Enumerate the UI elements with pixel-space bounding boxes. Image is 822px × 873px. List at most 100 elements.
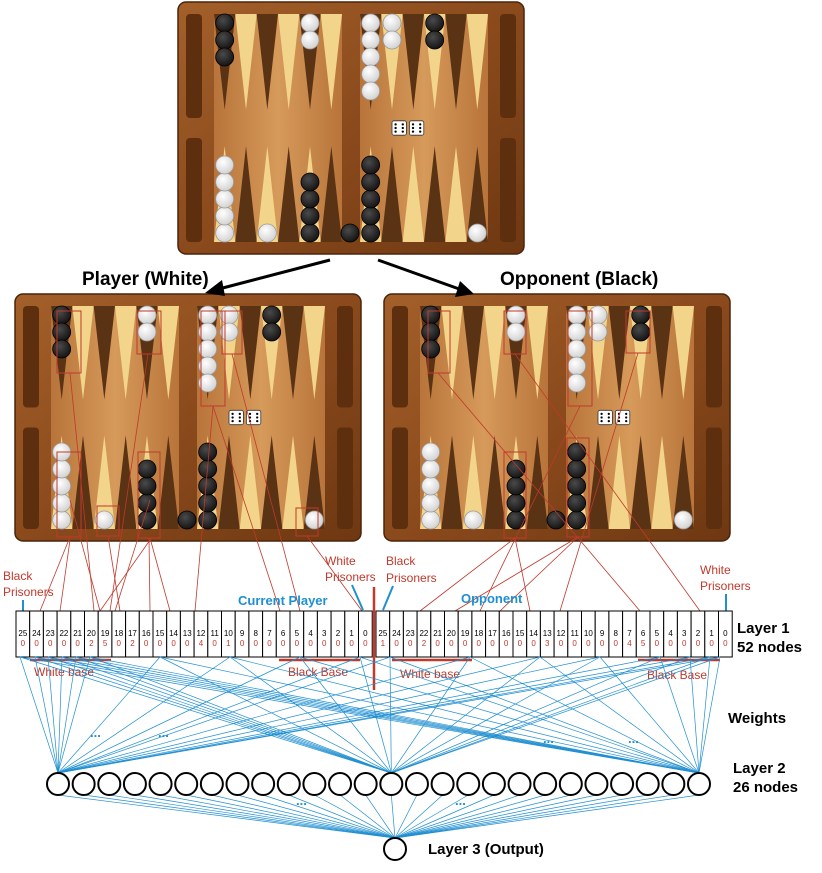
board-top-point <box>381 146 403 242</box>
arrow-to-player <box>205 258 331 296</box>
input-cell-value: 0 <box>212 639 217 648</box>
board-top-black-checker <box>361 155 381 175</box>
hidden-node <box>46 772 70 796</box>
input-cell-index: 7 <box>267 629 272 638</box>
input-cell-index: 11 <box>210 629 219 638</box>
black-base-right-label: Black Base <box>647 668 707 682</box>
weight-connections <box>19 656 721 839</box>
board-top-tray <box>500 138 516 242</box>
arrow-to-opponent <box>377 258 474 297</box>
board-player-black-checker <box>198 476 218 496</box>
hidden-node <box>661 772 686 796</box>
board-opponent-white-checker <box>421 493 441 513</box>
board-opponent-white-checker <box>463 510 483 530</box>
input-cell-value: 0 <box>34 639 39 648</box>
black-prisoners-right-2: Prisoners <box>386 571 437 585</box>
input-cell-value: 1 <box>226 639 231 648</box>
player-title: Player (White) <box>82 269 209 290</box>
board-opponent-white-checker <box>506 322 526 342</box>
board-player-tray <box>23 427 39 529</box>
hidden-node <box>379 772 404 796</box>
input-cell-index: 12 <box>556 629 565 638</box>
board-opponent-point <box>587 435 609 529</box>
board-top-black-checker <box>215 30 235 50</box>
input-cell-value: 0 <box>75 639 80 648</box>
white-prisoners-right-2: Prisoners <box>700 579 751 593</box>
board-player-point <box>157 306 179 400</box>
board-opponent-point <box>608 306 630 400</box>
board-player-black-checker <box>52 339 72 359</box>
input-cell-value: 0 <box>144 639 149 648</box>
hidden-node <box>430 772 455 796</box>
input-cell-index: 17 <box>128 629 137 638</box>
input-cell-index: 3 <box>682 629 687 638</box>
input-cell-value: 0 <box>518 639 523 648</box>
board-opponent-die <box>615 409 631 426</box>
board-player-black-checker <box>198 493 218 513</box>
input-cell-value: 0 <box>723 639 728 648</box>
input-cell-index: 9 <box>600 629 605 638</box>
input-cell-index: 10 <box>584 629 593 638</box>
board-top-black-checker <box>361 223 381 243</box>
input-cell-value: 0 <box>158 639 163 648</box>
input-cell-index: 25 <box>378 629 387 638</box>
board-opponent-die <box>597 409 613 426</box>
ellipsis-5: ... <box>296 793 307 808</box>
board-top-black-checker <box>425 13 445 33</box>
input-cell-index: 14 <box>529 629 538 638</box>
board-opponent-bar-checker <box>546 510 566 530</box>
board-opponent-tray <box>392 306 408 408</box>
input-cell-value: 0 <box>281 639 286 648</box>
board-top-tray <box>186 138 202 242</box>
board-player-point <box>115 435 137 529</box>
ellipsis-2: ... <box>158 725 169 740</box>
input-cell-index: 22 <box>419 629 428 638</box>
hidden-node <box>122 772 147 796</box>
input-cell-value: 0 <box>240 639 245 648</box>
hidden-node <box>635 772 660 796</box>
input-cell-value: 0 <box>48 639 53 648</box>
ellipsis-6: ... <box>455 793 466 808</box>
board-top-point <box>256 146 278 242</box>
board-player-black-checker <box>52 322 72 342</box>
board-to-input-lines <box>39 310 701 612</box>
input-cell-index: 1 <box>349 629 354 638</box>
input-cell-value: 0 <box>449 639 454 648</box>
board-player-tray <box>23 306 39 408</box>
board-opponent-black-checker <box>567 493 587 513</box>
opponent-label: Opponent <box>461 591 523 606</box>
board-top-black-checker <box>300 223 320 243</box>
board-opponent-white-checker <box>567 373 587 393</box>
input-cell-value: 5 <box>103 639 108 648</box>
input-cell-index: 6 <box>281 629 286 638</box>
board-player-tray <box>337 306 353 408</box>
board-player-white-checker <box>137 322 157 342</box>
board-top-point <box>466 14 488 110</box>
hidden-node <box>404 772 429 796</box>
black-prisoners-label-1: Black <box>3 569 33 583</box>
input-cell-value: 2 <box>130 639 135 648</box>
input-cell-index: 21 <box>73 629 82 638</box>
hidden-node <box>507 772 532 796</box>
input-cell-value: 1 <box>381 639 386 648</box>
input-cell-value: 4 <box>199 639 204 648</box>
board-top-felt <box>214 14 342 242</box>
input-cell-value: 0 <box>21 639 26 648</box>
input-cell-value: 0 <box>185 639 190 648</box>
board-opponent-black-checker <box>631 322 651 342</box>
input-cell-index: 8 <box>254 629 259 638</box>
layer-2-hidden-row <box>46 772 711 796</box>
input-cell-index: 10 <box>224 629 233 638</box>
board-player-point <box>72 306 94 400</box>
board-top-black-checker <box>215 13 235 33</box>
input-cell-index: 20 <box>447 629 456 638</box>
output-node <box>383 837 407 861</box>
input-cell-value: 0 <box>668 639 673 648</box>
board-opponent-point <box>441 306 463 400</box>
board-opponent-black-checker <box>506 476 526 496</box>
input-cell-index: 5 <box>295 629 300 638</box>
opponent-title: Opponent (Black) <box>500 269 658 290</box>
board-top-black-checker <box>215 47 235 67</box>
board-opponent-black-checker <box>567 476 587 496</box>
board-top-point <box>256 14 278 110</box>
